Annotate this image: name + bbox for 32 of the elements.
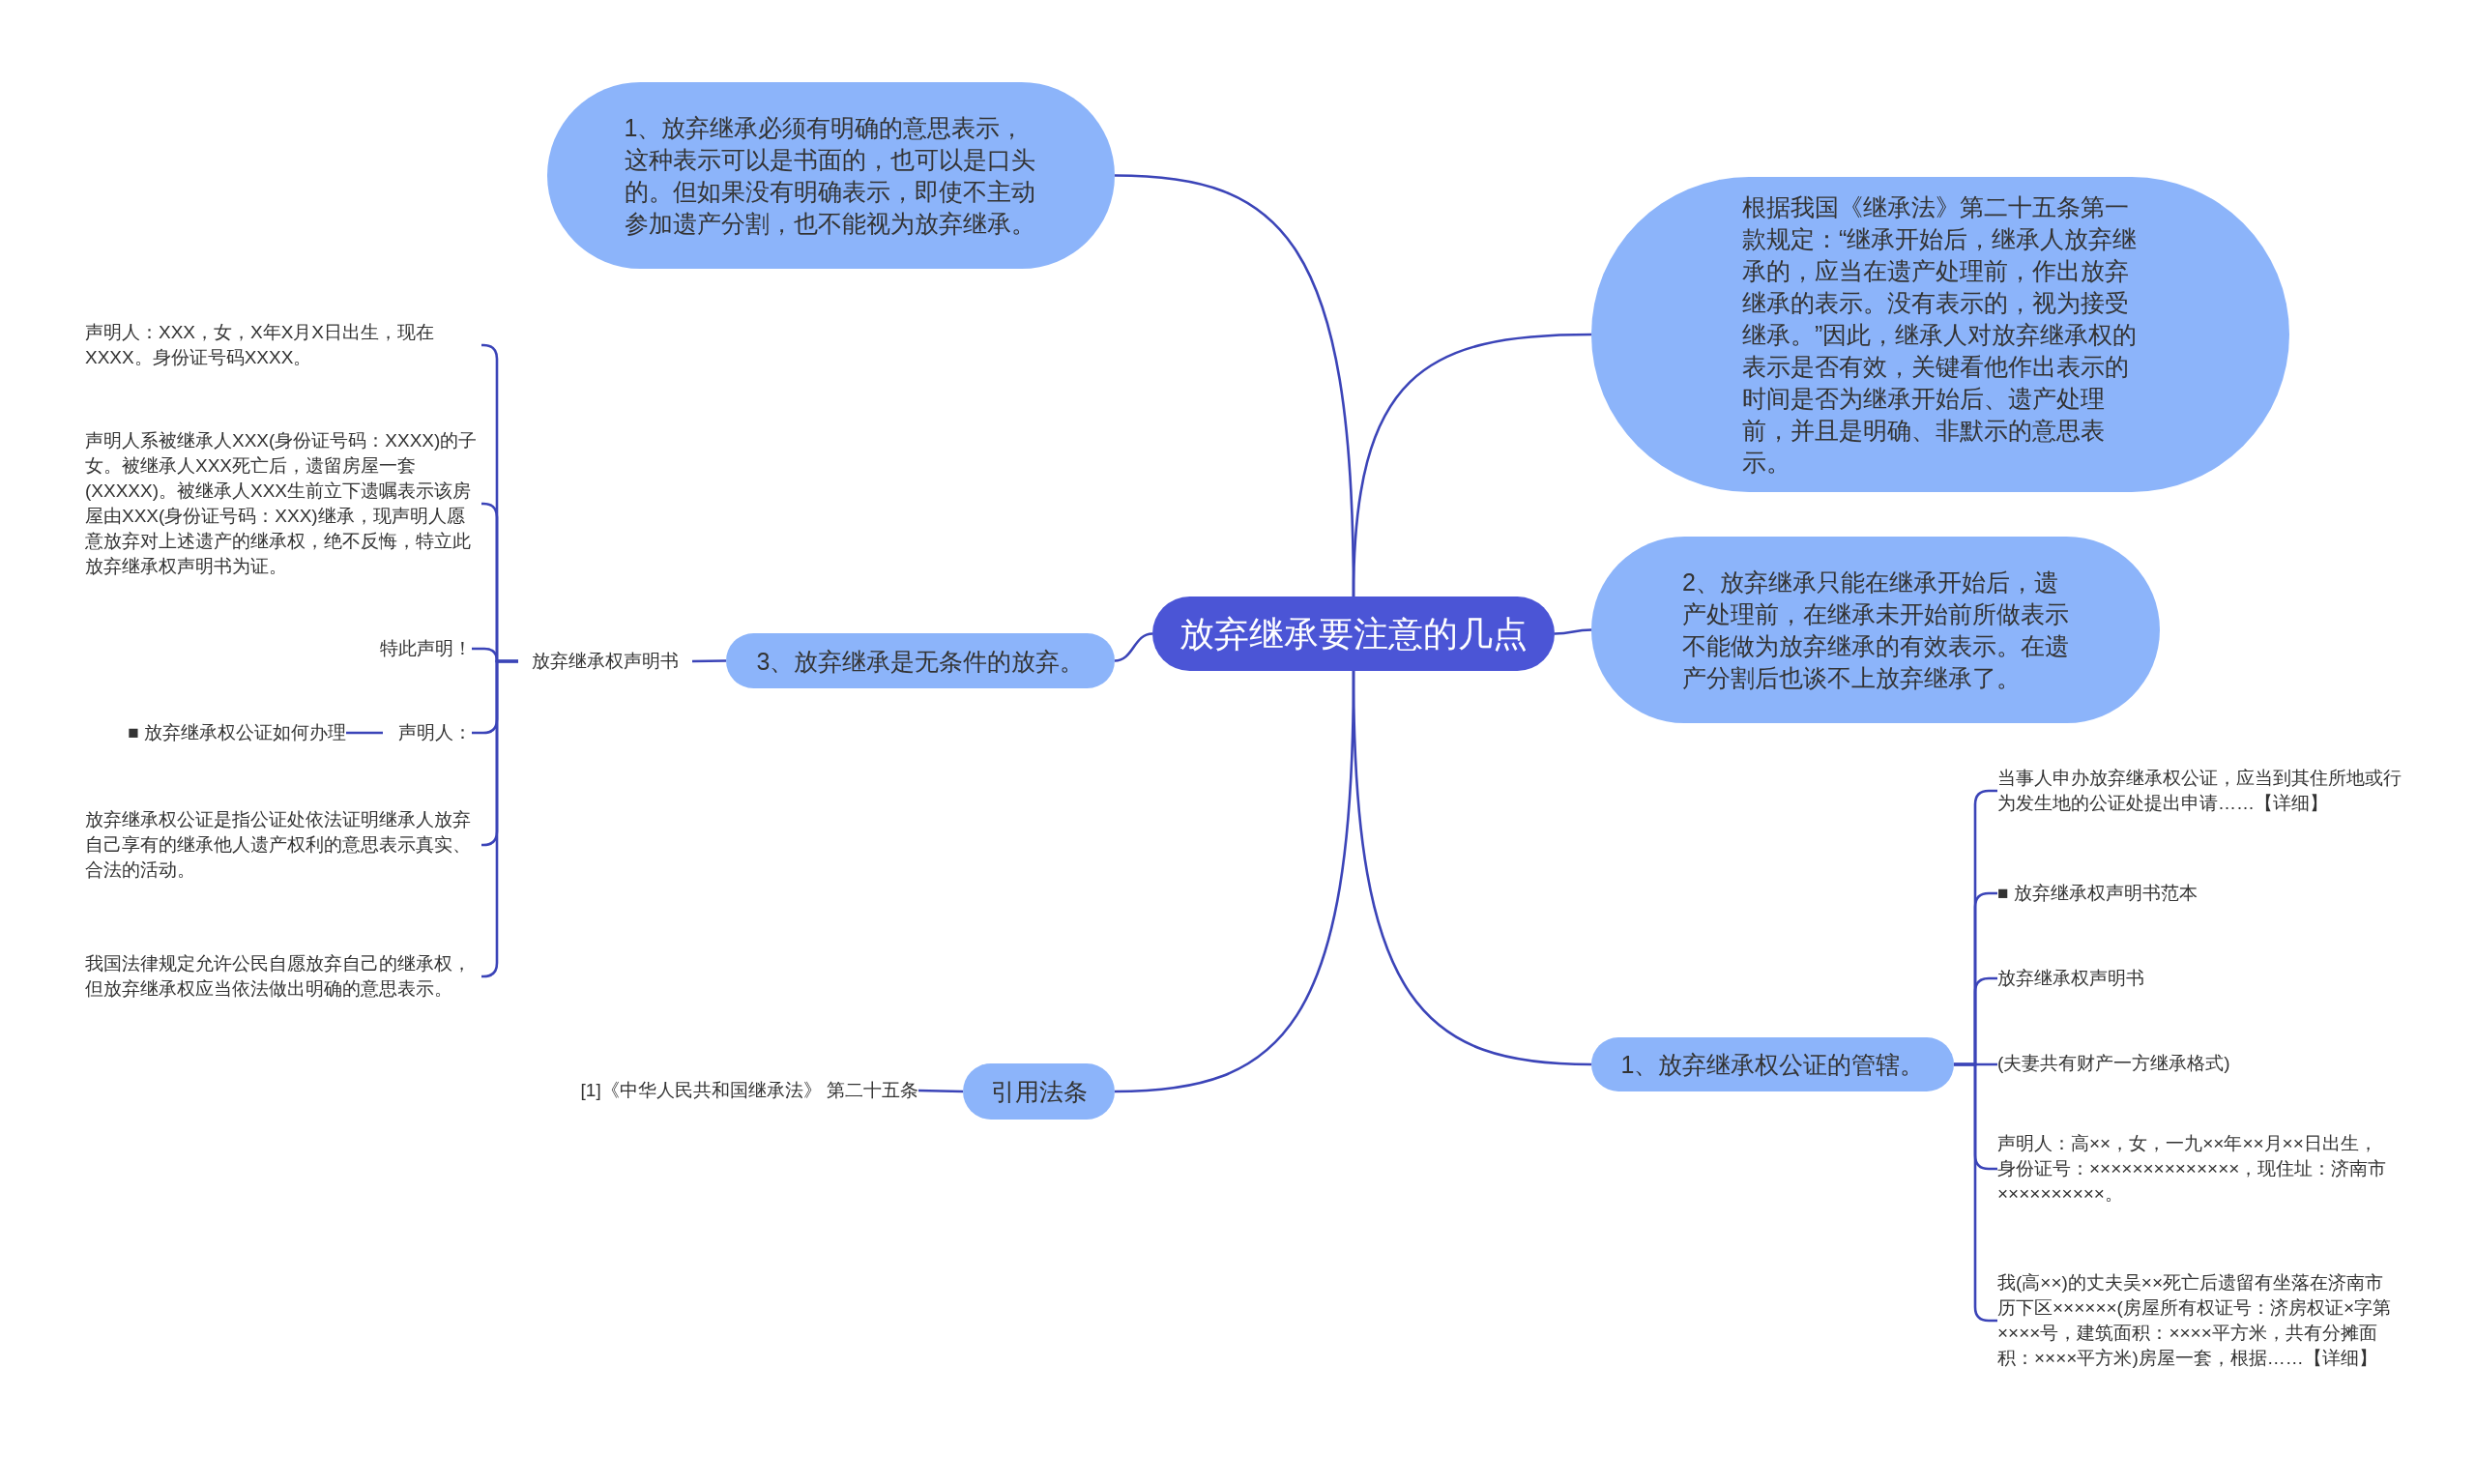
topic-pill xyxy=(1591,1037,1954,1091)
note-text: ■ 放弃继承权声明书范本 xyxy=(1997,878,2403,909)
topic-text: 放弃继承要注意的几点 xyxy=(1179,612,1528,655)
note-text: [1]《中华人民共和国继承法》 第二十五条 xyxy=(522,1075,918,1106)
note-text: 声明人：XXX，女，X年X月X日出生，现在XXXX。身份证号码XXXX。 xyxy=(85,314,481,376)
note-text: 声明人： xyxy=(383,717,472,748)
topic-text: 1、放弃继承权公证的管辖。 xyxy=(1620,1050,1925,1080)
connector-line xyxy=(1352,333,1592,597)
note-text: 放弃继承权声明书 xyxy=(1997,963,2403,994)
note-text: 我(高××)的丈夫吴××死亡后遗留有坐落在济南市历下区××××××(房屋所有权证号：济房权证×字第××××号，建筑面积：××××平方米，共有分摊面积：××××平方米)房屋一套，根据……【详细】 xyxy=(1997,1253,2394,1388)
topic-pill xyxy=(726,633,1115,688)
connector-line xyxy=(917,1089,964,1093)
note-text: 我国法律规定允许公民自愿放弃自己的继承权，但放弃继承权应当依法做出明确的意思表示。 xyxy=(85,936,481,1017)
connector-line xyxy=(1554,628,1592,635)
connector-line xyxy=(346,731,383,735)
note-text: ■ 放弃继承权公证如何办理 xyxy=(97,717,346,748)
topic-text: 3、放弃继承是无条件的放弃。 xyxy=(756,646,1085,677)
connector-line xyxy=(1352,670,1592,1066)
topic-pill xyxy=(963,1063,1115,1120)
note-text: 放弃继承权声明书 xyxy=(518,646,692,677)
topic-text: 2、放弃继承只能在继承开始后，遗产处理前，在继承未开始前所做表示不能做为放弃继承的有效表示。在遗产分割后也谈不上放弃继承了。 xyxy=(1682,567,2069,693)
note-text: 声明人系被继承人XXX(身份证号码：XXXX)的子女。被继承人XXX死亡后，遗留房屋一套(XXXXX)。被继承人XXX生前立下遗嘱表示该房屋由XXX(身份证号码：XXX)继承，现声明人愿意放弃对上述遗产的继承权，绝不反悔，特立此放弃继承权声明书为证。 xyxy=(85,425,481,582)
note-text: 当事人申办放弃继承权公证，应当到其住所地或行为发生地的公证处提出申请……【详细】 xyxy=(1997,762,2403,820)
connector-line xyxy=(1114,632,1153,662)
note-text: 放弃继承权公证是指公证处依法证明继承人放弃自己享有的继承他人遗产权利的意思表示真实、合法的活动。 xyxy=(85,804,481,886)
note-text: 特此声明！ xyxy=(329,633,472,664)
topic-text: 1、放弃继承必须有明确的意思表示，这种表示可以是书面的，也可以是口头的。但如果没有明确表示，即使不主动参加遗产分割，也不能视为放弃继承。 xyxy=(624,112,1036,239)
connector-line xyxy=(692,659,726,663)
note-text: 声明人：高××，女，一九××年××月××日出生，身份证号：××××××××××××××，现住址：济南市××××××××××。 xyxy=(1997,1127,2394,1210)
topic-text: 根据我国《继承法》第二十五条第一款规定：“继承开始后，继承人放弃继承的，应当在遗产处理前，作出放弃继承的表示。没有表示的，视为接受继承。”因此，继承人对放弃继承权的表示是否有效，关键看他作出表示的时间是否为继承开始后、遗产处理前，并且是明确、非默示的意思表示。 xyxy=(1742,191,2139,478)
note-text: (夫妻共有财产一方继承格式) xyxy=(1997,1048,2403,1079)
topic-text: 引用法条 xyxy=(990,1077,1088,1107)
